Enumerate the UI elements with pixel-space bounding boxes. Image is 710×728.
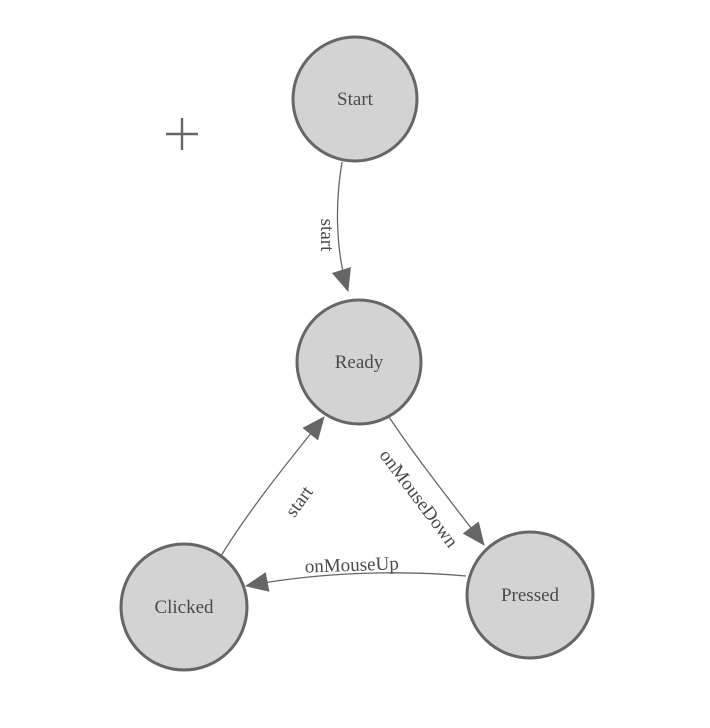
- node-ready[interactable]: Ready: [295, 298, 423, 426]
- nodes-layer: Start Ready Clicked Pressed: [119, 35, 595, 672]
- node-clicked-label: Clicked: [154, 597, 214, 618]
- edge-clicked-ready-label: start: [281, 482, 318, 521]
- edge-clicked-ready: start: [220, 416, 325, 557]
- node-pressed-shape[interactable]: [465, 530, 595, 660]
- edge-ready-pressed: onMouseDown: [375, 416, 485, 552]
- edge-start-ready-path[interactable]: [331, 161, 351, 292]
- node-clicked[interactable]: Clicked: [119, 542, 249, 672]
- node-start-shape[interactable]: [291, 35, 419, 163]
- node-clicked-shape[interactable]: [119, 542, 249, 672]
- edge-pressed-clicked: onMouseUp: [245, 553, 467, 592]
- edge-clicked-ready-path[interactable]: [220, 416, 325, 557]
- edge-pressed-clicked-label: onMouseUp: [304, 553, 399, 577]
- node-ready-shape[interactable]: [295, 298, 423, 426]
- edge-start-ready: start: [316, 161, 351, 292]
- node-start-label: Start: [337, 89, 374, 110]
- crosshair-cursor: [166, 118, 198, 150]
- node-pressed[interactable]: Pressed: [465, 530, 595, 660]
- node-start[interactable]: Start: [291, 35, 419, 163]
- edge-pressed-clicked-path[interactable]: [245, 572, 467, 592]
- node-ready-label: Ready: [335, 352, 384, 373]
- edge-start-ready-label: start: [316, 219, 337, 252]
- edge-ready-pressed-path[interactable]: [388, 416, 485, 546]
- node-pressed-label: Pressed: [501, 585, 560, 606]
